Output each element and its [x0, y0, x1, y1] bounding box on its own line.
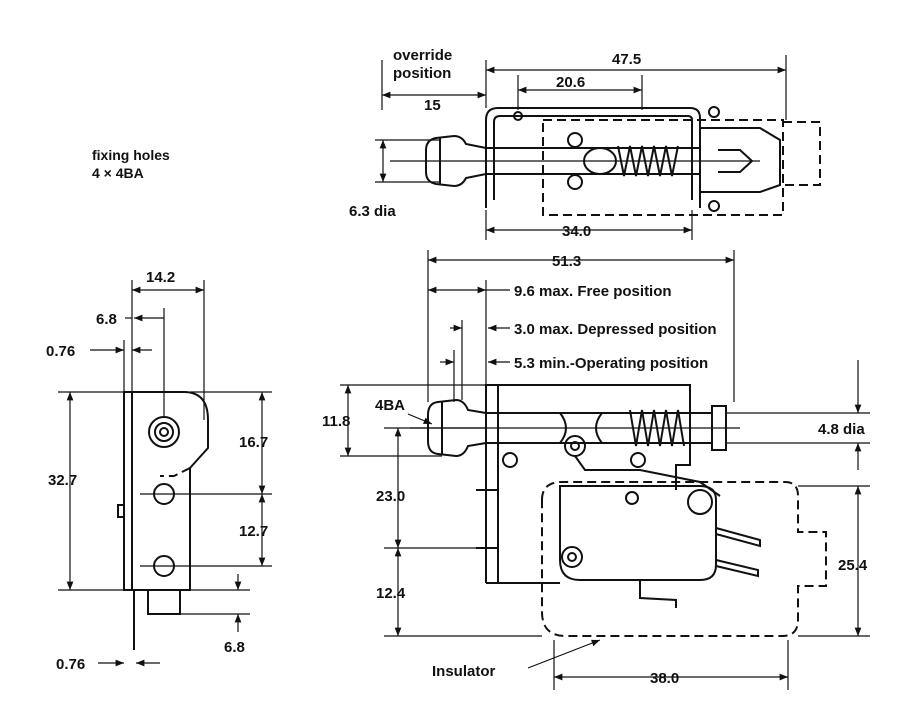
- dim-12-7: 12.7: [239, 523, 268, 540]
- dim-0-76-bottom: 0.76: [56, 656, 85, 673]
- override-label-line1: override: [393, 47, 452, 64]
- override-label-line2: position: [393, 65, 451, 82]
- fixing-holes-spec: 4 × 4BA: [92, 165, 144, 181]
- side-view: 14.2 6.8 0.76 32.7 16.7 12.7 6.8 0.76: [46, 269, 272, 673]
- thread-4ba-label: 4BA: [375, 397, 405, 414]
- insulator-label: Insulator: [432, 663, 496, 680]
- top-view: override position 15 47.5 20.6 6.3 dia 3…: [349, 47, 821, 240]
- dim-23: 23.0: [376, 488, 405, 505]
- dim-34: 34.0: [562, 223, 591, 240]
- dim-15: 15: [424, 97, 441, 114]
- dim-0-76-top: 0.76: [46, 343, 75, 360]
- depressed-position-label: 3.0 max. Depressed position: [514, 321, 717, 338]
- dim-51-3: 51.3: [552, 253, 581, 270]
- dim-20-6: 20.6: [556, 74, 585, 91]
- dim-4-8-dia: 4.8 dia: [818, 421, 865, 438]
- dim-6-8-top: 6.8: [96, 311, 117, 328]
- dim-12-4: 12.4: [376, 585, 406, 602]
- fixing-holes-label: fixing holes: [92, 147, 170, 163]
- dim-47-5: 47.5: [612, 51, 641, 68]
- dim-25-4: 25.4: [838, 557, 868, 574]
- dim-11-8: 11.8: [322, 413, 350, 430]
- front-view: 51.3 9.6 max. Free position 3.0 max. Dep…: [322, 250, 870, 690]
- free-position-label: 9.6 max. Free position: [514, 283, 672, 300]
- dim-32-7: 32.7: [48, 472, 77, 489]
- dim-38: 38.0: [650, 670, 679, 687]
- dim-16-7: 16.7: [239, 434, 268, 451]
- dim-6-8-bottom: 6.8: [224, 639, 245, 656]
- dim-14-2: 14.2: [146, 269, 175, 286]
- dim-6-3-dia: 6.3 dia: [349, 203, 396, 220]
- fixing-holes-note: fixing holes 4 × 4BA: [92, 147, 170, 181]
- operating-position-label: 5.3 min.-Operating position: [514, 355, 708, 372]
